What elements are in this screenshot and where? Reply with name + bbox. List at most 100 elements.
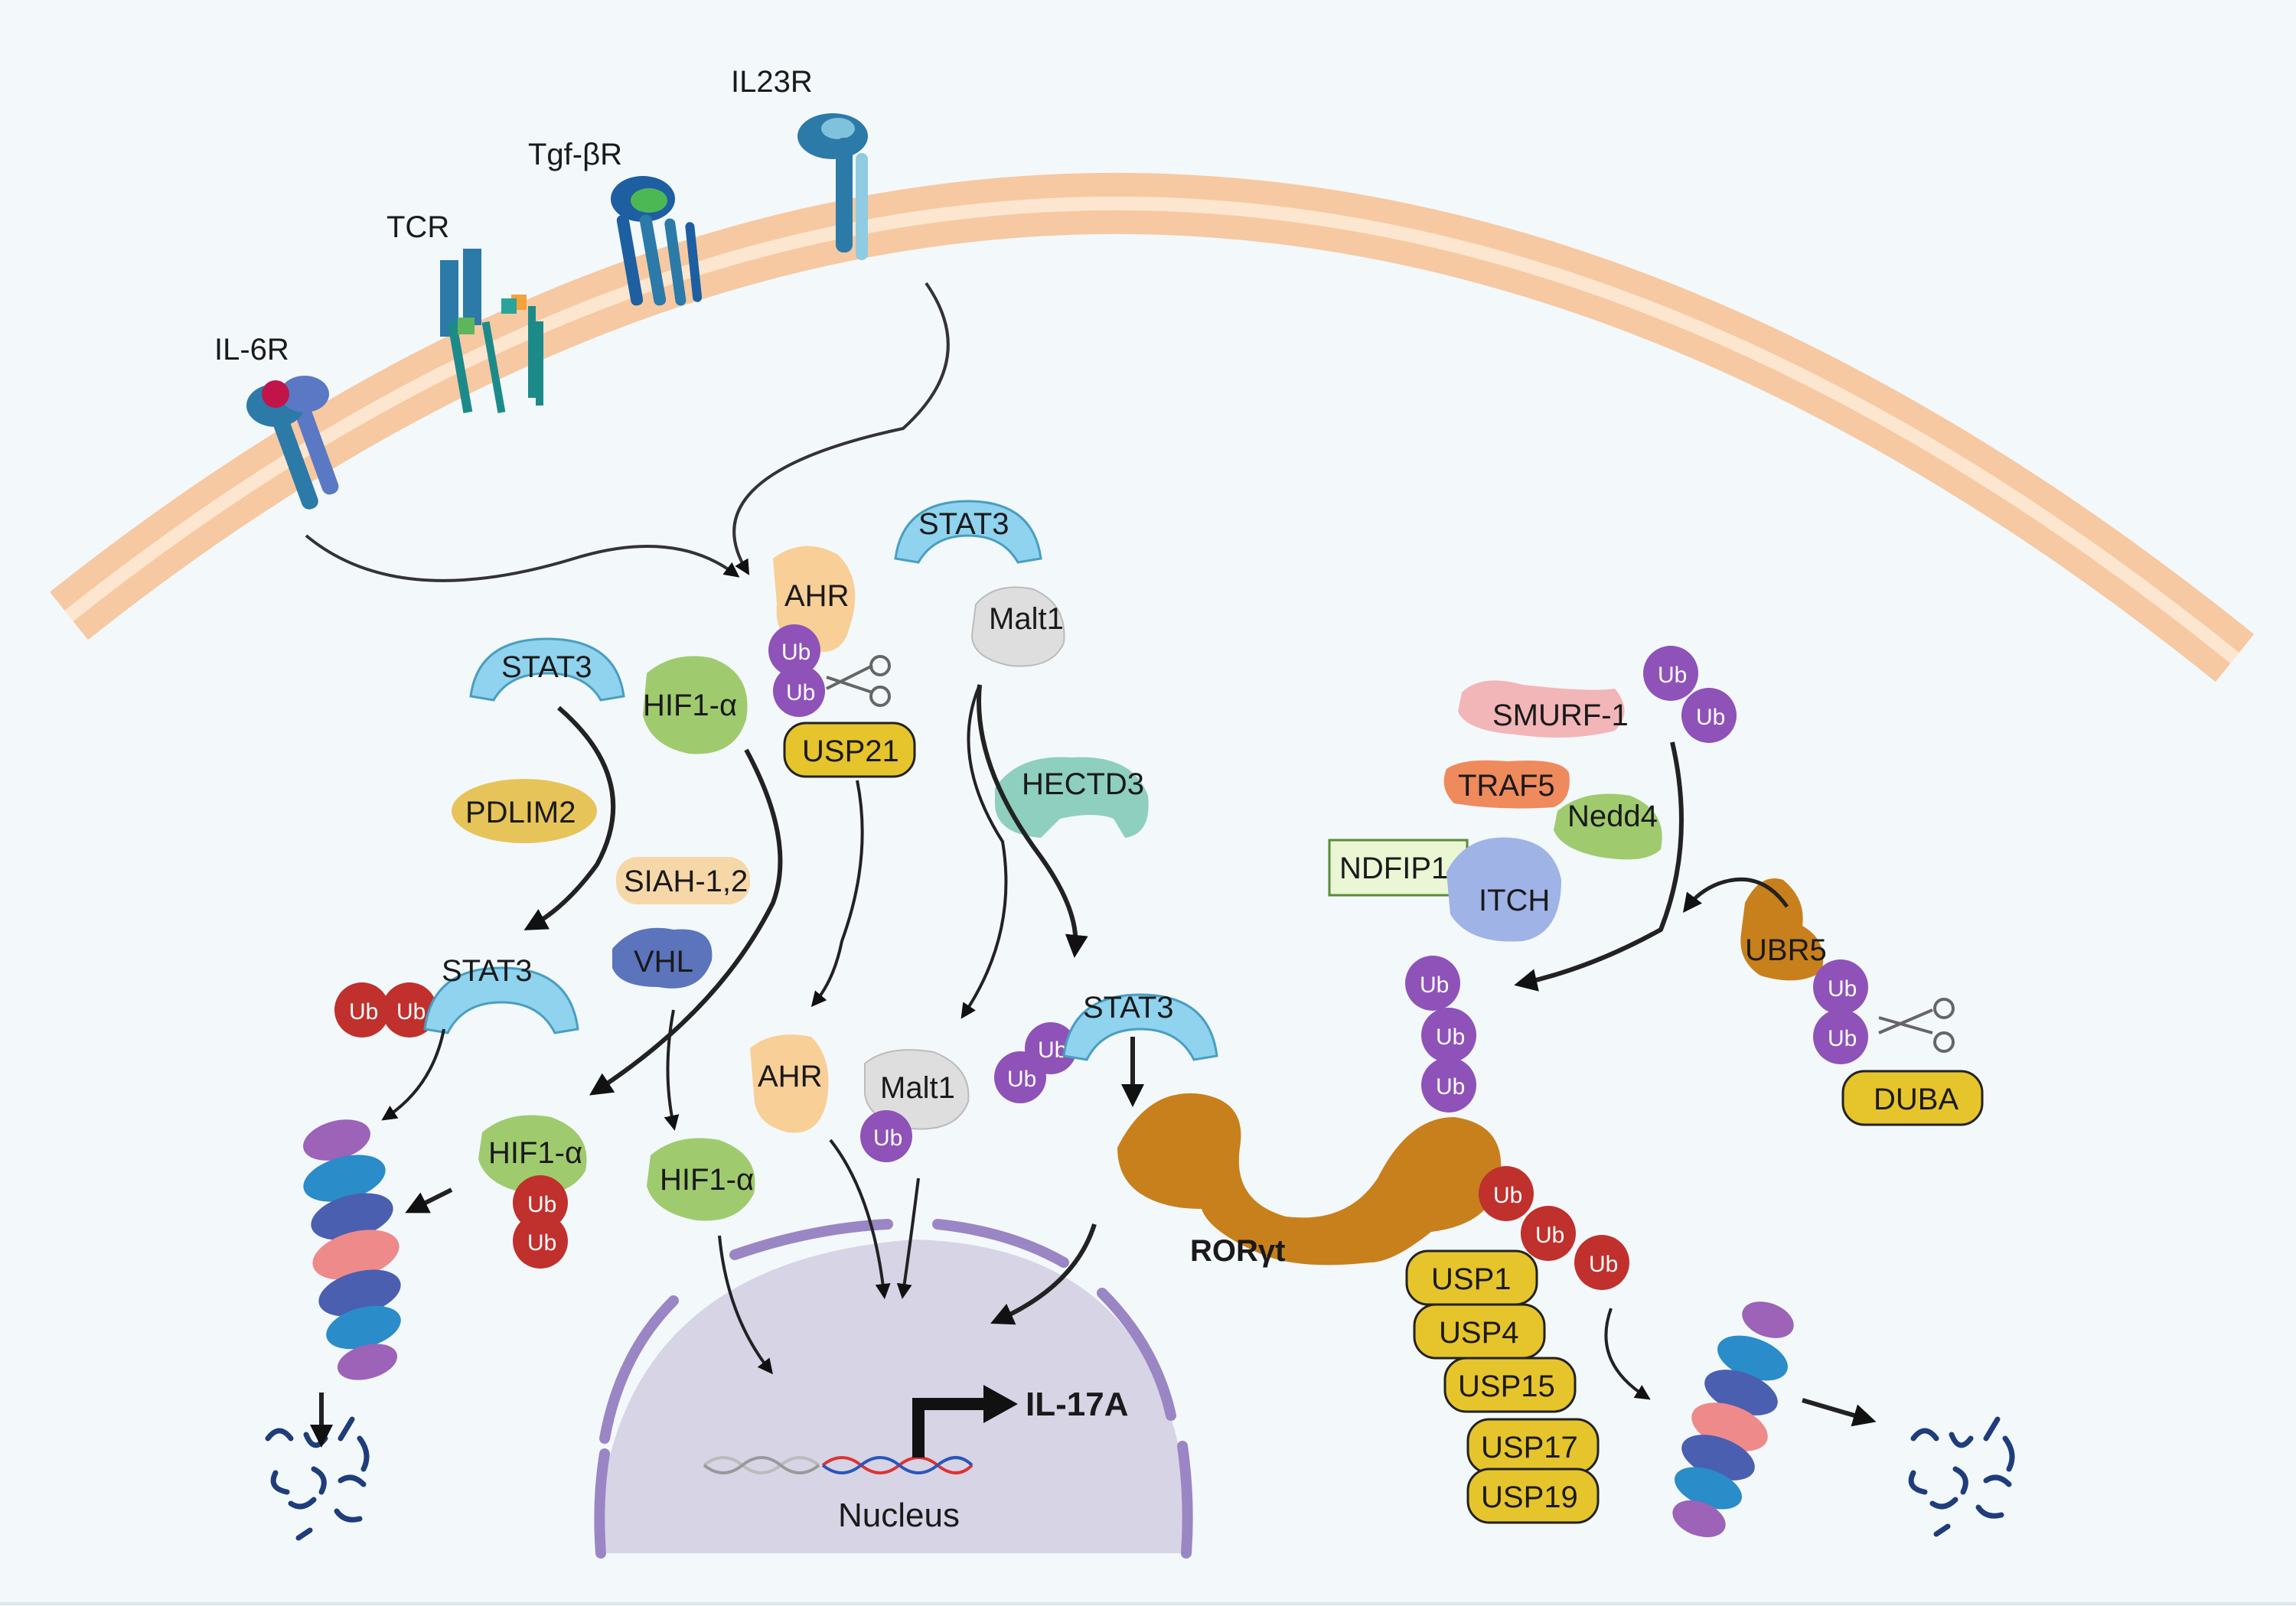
scissors-icon <box>1878 998 1955 1053</box>
pdlim2-label: PDLIM2 <box>465 796 576 829</box>
svg-text:USP1: USP1 <box>1431 1262 1512 1296</box>
stat3-top-protein <box>894 500 1042 564</box>
traf5-label: TRAF5 <box>1458 769 1555 803</box>
hectd3-label: HECTD3 <box>1022 767 1144 801</box>
usp19-box: USP19 <box>1466 1468 1600 1524</box>
svg-text:Ub: Ub <box>1696 705 1725 730</box>
tgfbr-label: Tgf-βR <box>528 138 622 171</box>
svg-text:Ub: Ub <box>1589 1252 1618 1277</box>
svg-text:Ub: Ub <box>1436 1025 1465 1050</box>
il6r-receptor <box>246 376 339 510</box>
usp4-box: USP4 <box>1413 1303 1546 1360</box>
svg-text:USP15: USP15 <box>1458 1370 1555 1403</box>
ubr5-protein <box>1740 878 1824 981</box>
siah-label: SIAH-1,2 <box>624 865 748 898</box>
nucleus <box>594 1219 1193 1559</box>
svg-text:Ub: Ub <box>1436 1074 1465 1099</box>
svg-text:Ub: Ub <box>1828 1026 1857 1051</box>
il23r-label: IL23R <box>731 65 813 99</box>
svg-text:Ub: Ub <box>1658 663 1687 688</box>
usp17-box: USP17 <box>1466 1418 1600 1474</box>
malt1-mid-label: Malt1 <box>880 1071 955 1105</box>
ub-purple-ror-1: Ub <box>1405 956 1460 1011</box>
smurf1-label: SMURF-1 <box>1492 699 1629 732</box>
tcr-label: TCR <box>386 210 449 244</box>
stat3-top-label: STAT3 <box>918 507 1009 541</box>
svg-text:Ub: Ub <box>1493 1183 1522 1208</box>
itch-label: ITCH <box>1479 884 1550 917</box>
hif1a-top-protein <box>643 656 748 754</box>
il23r-receptor <box>797 113 868 260</box>
ub-red-ror-2: Ub <box>1521 1206 1576 1261</box>
ub-red-stat3-1: Ub <box>334 982 390 1038</box>
nedd4-protein <box>1554 793 1662 860</box>
malt1-top-protein <box>970 586 1065 667</box>
ub-purple-ahr-2: Ub <box>773 665 825 717</box>
usp15-box: USP15 <box>1443 1357 1577 1413</box>
tcr-receptor <box>440 249 543 413</box>
ub-purple-stat3-2: Ub <box>994 1051 1046 1103</box>
cell-membrane <box>50 172 2255 682</box>
nedd4-label: Nedd4 <box>1567 800 1658 833</box>
stat3-ub-left-protein <box>423 966 579 1034</box>
tgfbr-receptor <box>611 176 703 306</box>
proteasome-icon <box>303 1119 401 1380</box>
svg-text:Ub: Ub <box>349 999 378 1025</box>
ub-purple-ror-2: Ub <box>1421 1008 1476 1063</box>
ub-purple-ubr5-1: Ub <box>1813 959 1868 1015</box>
stat3-mid-label: STAT3 <box>1083 991 1174 1025</box>
stat3-left-label: STAT3 <box>501 650 592 684</box>
ahr-top-label: AHR <box>784 579 849 613</box>
ub-purple-malt1: Ub <box>860 1110 912 1162</box>
ub-red-ror-3: Ub <box>1574 1235 1629 1290</box>
degraded-peptides-icon <box>265 1416 370 1541</box>
ub-red-hif-1: Ub <box>513 1175 568 1230</box>
duba-box: DUBA <box>1841 1070 1984 1126</box>
receptor-signal-arrows <box>305 282 950 582</box>
usp1-box: USP1 <box>1405 1249 1538 1306</box>
dna-strand <box>703 1456 974 1474</box>
malt1-top-label: Malt1 <box>989 602 1064 636</box>
hectd3-protein <box>995 757 1149 838</box>
nucleus-label: Nucleus <box>838 1497 960 1534</box>
il17a-label: IL-17A <box>1026 1386 1128 1423</box>
hif1a-free-protein <box>647 1138 755 1221</box>
svg-text:Ub: Ub <box>527 1192 556 1217</box>
traf5-protein <box>1443 760 1570 809</box>
svg-text:Ub: Ub <box>1007 1067 1036 1092</box>
ub-purple-ubr5-2: Ub <box>1813 1009 1868 1064</box>
svg-text:Ub: Ub <box>1038 1038 1067 1063</box>
ndfip1-box: NDFIP1 <box>1328 839 1469 897</box>
transcription-arrow-icon <box>912 1385 1018 1458</box>
rorgt-protein <box>1117 1093 1502 1266</box>
ub-red-ror-1: Ub <box>1479 1166 1534 1221</box>
vhl-label: VHL <box>634 945 693 979</box>
svg-text:Ub: Ub <box>527 1230 556 1256</box>
hif1a-ub-protein <box>478 1115 587 1194</box>
stat3-left-protein <box>469 637 625 702</box>
ub-purple-smurf-1: Ub <box>1643 646 1698 701</box>
scissors-icon <box>826 655 891 707</box>
il6r-label: IL-6R <box>214 333 289 366</box>
stat3-mid-protein <box>1062 993 1218 1061</box>
pathway-arrows <box>310 684 1877 1448</box>
svg-text:USP19: USP19 <box>1481 1481 1578 1514</box>
svg-text:Ub: Ub <box>1828 976 1857 1002</box>
stat3-ub-left-label: STAT3 <box>442 954 533 988</box>
ub-purple-smurf-2: Ub <box>1681 688 1737 743</box>
itch-protein <box>1446 837 1561 942</box>
smurf1-protein <box>1458 680 1625 738</box>
hif1a-top-label: HIF1-α <box>643 689 737 722</box>
vhl-protein <box>612 927 713 989</box>
usp21-box: USP21 <box>783 722 916 778</box>
ubr5-label: UBR5 <box>1745 933 1827 967</box>
svg-text:USP21: USP21 <box>802 735 899 768</box>
ub-red-hif-2: Ub <box>513 1213 568 1269</box>
svg-text:USP17: USP17 <box>1481 1431 1578 1464</box>
ub-purple-ahr-1: Ub <box>768 624 820 676</box>
svg-text:Ub: Ub <box>781 640 810 665</box>
svg-text:Ub: Ub <box>396 999 426 1025</box>
svg-text:USP4: USP4 <box>1439 1316 1519 1350</box>
proteasome-icon <box>1672 1301 1794 1538</box>
